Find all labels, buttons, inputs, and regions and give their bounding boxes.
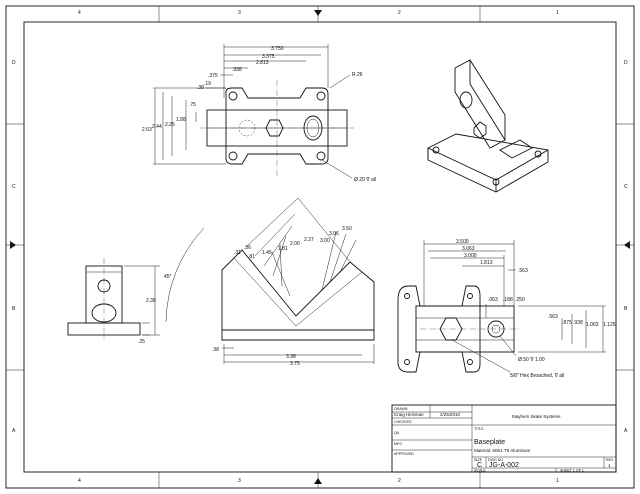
approved-label: APPROVED [394, 452, 414, 456]
zone-top-4: 4 [78, 10, 81, 16]
zone-bottom-1: 1 [556, 478, 559, 484]
top-dim-2813: 2.813 [256, 60, 269, 66]
bottom-dim-3500: 3.500 [456, 239, 469, 245]
bottom-dim-1063: 1.063 [586, 322, 599, 328]
top-view [153, 44, 354, 179]
front-dim-38: .38 [212, 347, 219, 353]
rev-value: 1 [608, 463, 611, 468]
zone-right-c: C [624, 184, 628, 190]
drawn-by: Craig Hickman [394, 412, 424, 417]
bottom-dim-563: .563 [548, 314, 558, 320]
zone-right-d: D [624, 60, 628, 66]
front-dim-237: 2.37 [304, 237, 314, 243]
front-dim-350: 3.50 [342, 226, 352, 232]
top-dim-225: 2.25 [165, 122, 175, 128]
dwg-number: JG-A-002 [489, 462, 519, 469]
front-dim-200: 2.00 [290, 241, 300, 247]
rev-label: REV [606, 458, 614, 462]
zone-top-2: 2 [398, 10, 401, 16]
bottom-dim-250: .250 [515, 297, 525, 303]
bottom-dim-938: .938 [573, 320, 583, 326]
sheet-number: SHEET 1 OF 1 [560, 469, 584, 473]
front-dim-145: 1.45 [262, 250, 272, 256]
top-dim-75: .75 [189, 102, 196, 108]
title-block [391, 404, 617, 473]
side-dim-238: 2.38 [146, 298, 156, 304]
drawn-label: DRAWN [394, 407, 408, 411]
dwg-label: DWG NO [488, 458, 503, 462]
top-dim-263: 2.63 [142, 127, 152, 133]
top-dim-244: 2.44 [152, 124, 162, 130]
bottom-hex-note: 5/8" Hex Broached, ∇ all [510, 373, 564, 379]
zone-ticks [6, 6, 634, 488]
outer-border [5, 5, 635, 489]
front-dim-375: 3.75 [290, 361, 300, 367]
side-dim-25: .25 [138, 339, 145, 345]
top-hole-note: Ø.20 ∇ all [354, 177, 376, 183]
zone-bottom-3: 3 [238, 478, 241, 484]
material-note: Material: 6061-T6 Aluminum [474, 448, 531, 453]
scale-label: SCALE [474, 469, 486, 473]
zone-left-a: A [12, 428, 16, 434]
zone-left-d: D [12, 60, 16, 66]
zone-right-a: A [624, 428, 628, 434]
size-label: SIZE [474, 458, 483, 462]
front-dim-81: .81 [248, 254, 255, 260]
top-radius: R.26 [352, 72, 363, 78]
front-dim-56: .56 [244, 245, 251, 251]
front-angle: 45° [164, 274, 172, 280]
bottom-dim-3063: 3.063 [462, 246, 475, 252]
drawing-title: Baseplate [474, 439, 505, 446]
drawn-date: 2/25/2010 [440, 412, 461, 417]
front-view [165, 197, 375, 364]
bottom-dim-188: .188 [503, 297, 513, 303]
front-dim-306: 3.06 [329, 231, 339, 237]
top-dim-38: .38 [197, 85, 204, 91]
front-dim-300: 3.00 [320, 238, 330, 244]
top-dim-375: .375 [208, 73, 218, 79]
top-dim-938: .938 [232, 67, 242, 73]
bottom-dim-563-top: .563 [518, 268, 528, 274]
mfg-label: MFG [394, 442, 402, 446]
bottom-view [397, 240, 606, 373]
top-dim-19: .19 [204, 81, 211, 87]
zone-left-c: C [12, 184, 16, 190]
side-view [67, 258, 160, 340]
zone-right-b: B [624, 306, 628, 312]
bottom-dim-1813: 1.813 [480, 260, 493, 266]
center-marks [10, 10, 630, 484]
zone-top-3: 3 [238, 10, 241, 16]
bottom-dim-3000: 3.000 [464, 253, 477, 259]
zone-bottom-4: 4 [78, 478, 81, 484]
bottom-dim-063: .063 [488, 297, 498, 303]
bottom-dim-875: .875 [562, 320, 572, 326]
zone-top-1: 1 [556, 10, 559, 16]
zone-bottom-2: 2 [398, 478, 401, 484]
bottom-dim-1125: 1.125 [603, 322, 616, 328]
inner-border [23, 21, 617, 473]
isometric-view [427, 59, 549, 193]
size-value: C [477, 462, 482, 469]
top-dim-188: 1.88 [176, 117, 186, 123]
title-label: TITLE [474, 427, 484, 431]
qa-label: QA [394, 431, 400, 435]
top-dim-3750: 3.750 [271, 46, 284, 52]
front-dim-181: 1.81 [278, 246, 288, 252]
checked-label: CHECKED [394, 420, 412, 424]
front-dim-338: 3.38 [286, 354, 296, 360]
company-name: Mayhem Skate Systems [512, 414, 561, 419]
bottom-hole-note: Ø.50 ∇ 1.00 [518, 357, 545, 363]
top-dim-3375: 3.375 [262, 54, 275, 60]
front-dim-31: .31 [234, 250, 241, 256]
zone-left-b: B [12, 306, 16, 312]
